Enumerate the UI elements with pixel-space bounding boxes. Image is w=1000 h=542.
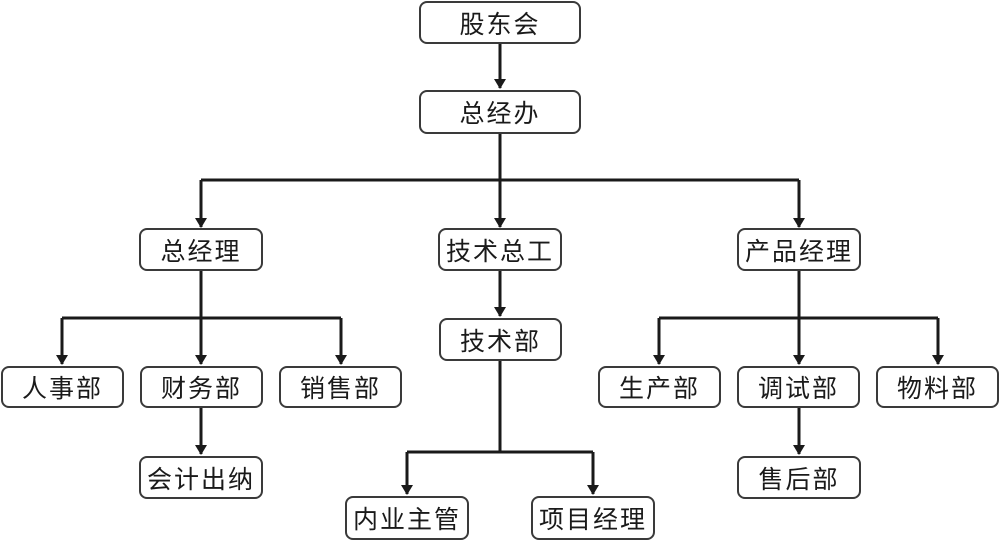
node-production: 生产部 xyxy=(598,366,721,408)
node-accountant-cashier: 会计出纳 xyxy=(139,456,263,499)
node-tech-dept: 技术部 xyxy=(439,318,562,361)
node-debugging: 调试部 xyxy=(737,366,860,408)
node-finance: 财务部 xyxy=(140,366,263,408)
node-after-sales: 售后部 xyxy=(737,456,861,499)
node-project-manager: 项目经理 xyxy=(531,496,655,540)
node-sales: 销售部 xyxy=(279,366,402,408)
node-hr: 人事部 xyxy=(1,366,124,408)
node-chief-engineer: 技术总工 xyxy=(438,228,562,271)
node-gm-office: 总经办 xyxy=(419,90,581,134)
node-materials: 物料部 xyxy=(876,366,999,408)
node-internal-supervisor: 内业主管 xyxy=(345,496,469,540)
node-general-manager: 总经理 xyxy=(139,228,263,271)
node-shareholders: 股东会 xyxy=(419,1,581,44)
node-product-manager: 产品经理 xyxy=(737,228,861,271)
